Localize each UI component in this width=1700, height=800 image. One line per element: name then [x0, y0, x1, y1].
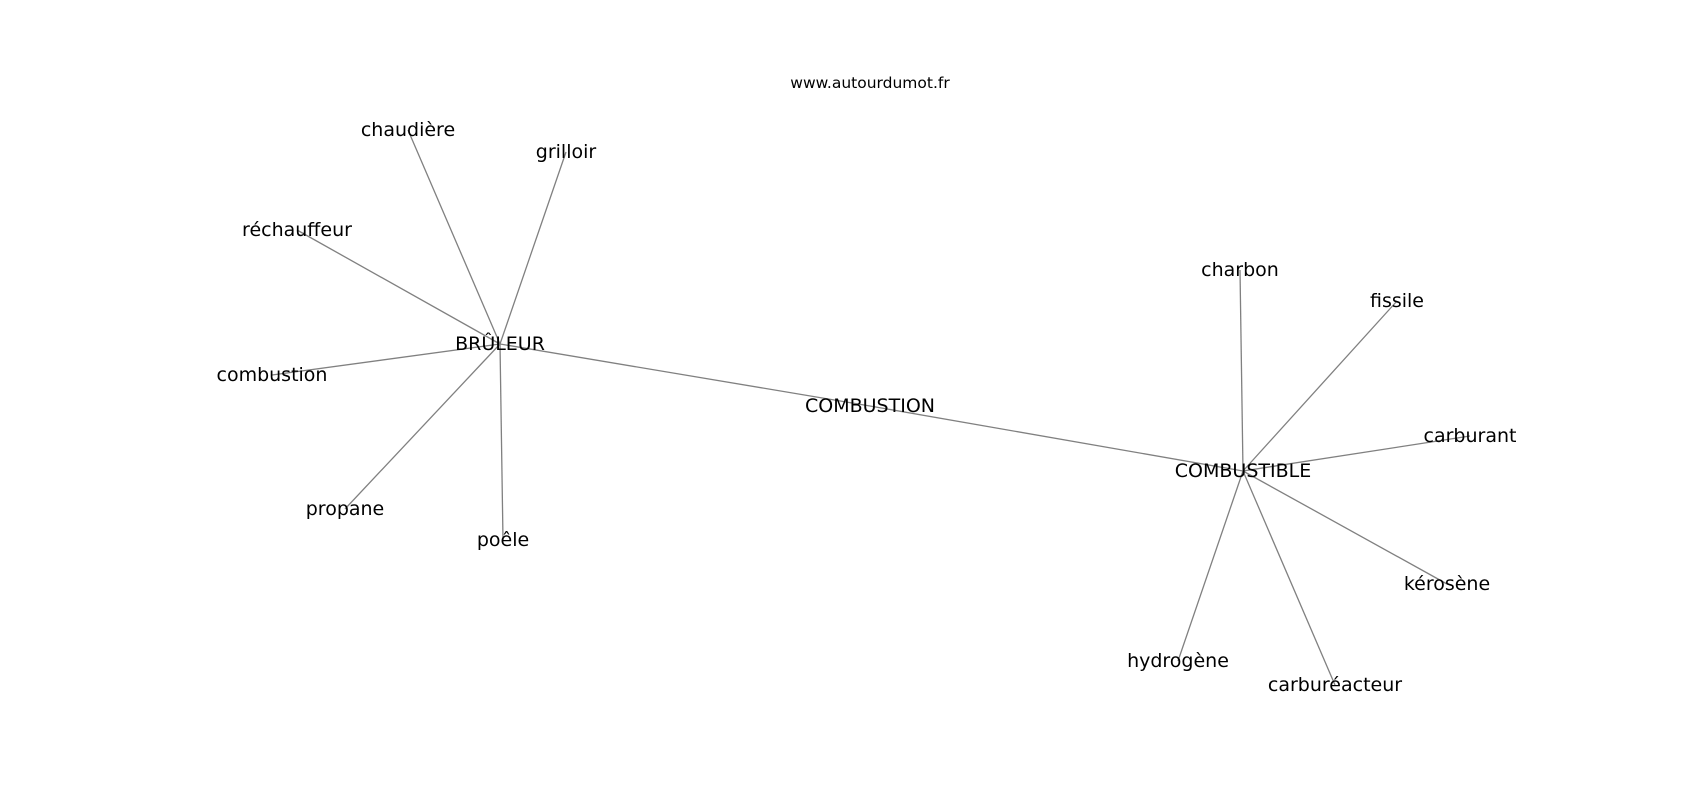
edge-layer: [271, 129, 1471, 686]
node-label-combustion-center[interactable]: COMBUSTION: [805, 395, 935, 417]
edge-combustible-fissile: [1242, 300, 1398, 472]
edge-bruleur-poele: [499, 343, 504, 541]
edge-combustible-carburant: [1242, 435, 1471, 472]
edge-combustible-carbureacteur: [1242, 470, 1336, 686]
node-label-bruleur[interactable]: BRÛLEUR: [455, 331, 545, 355]
label-layer: COMBUSTION BRÛLEUR COMBUSTIBLE chaudière gri…: [217, 119, 1517, 696]
node-label-grilloir[interactable]: grilloir: [536, 141, 597, 163]
edge-bruleur-combustion_leaf: [271, 343, 501, 376]
edge-combustion_center-bruleur: [499, 343, 871, 407]
edge-combustible-kerosene: [1242, 470, 1448, 585]
node-label-kerosene[interactable]: kérosène: [1404, 573, 1490, 595]
node-label-hydrogene[interactable]: hydrogène: [1127, 650, 1229, 672]
edge-bruleur-chaudiere: [407, 129, 501, 345]
node-label-propane[interactable]: propane: [306, 498, 385, 520]
watermark-text: www.autourdumot.fr: [790, 74, 950, 92]
node-label-chaudiere[interactable]: chaudière: [361, 119, 455, 141]
edge-bruleur-rechauffeur: [296, 229, 501, 345]
edge-combustion_center-combustible: [869, 405, 1244, 472]
node-label-carbureacteur[interactable]: carburéacteur: [1268, 674, 1402, 696]
node-label-carburant[interactable]: carburant: [1424, 425, 1517, 447]
edge-combustible-charbon: [1239, 269, 1244, 472]
node-label-combustion-leaf[interactable]: combustion: [217, 364, 328, 386]
node-label-combustible[interactable]: COMBUSTIBLE: [1175, 460, 1311, 482]
edge-combustible-hydrogene: [1177, 470, 1244, 662]
node-label-fissile[interactable]: fissile: [1370, 290, 1424, 312]
edge-bruleur-grilloir: [499, 151, 567, 345]
node-label-poele[interactable]: poêle: [477, 529, 529, 551]
node-label-rechauffeur[interactable]: réchauffeur: [242, 219, 352, 241]
node-label-charbon[interactable]: charbon: [1201, 259, 1279, 281]
edge-bruleur-propane: [344, 343, 501, 510]
